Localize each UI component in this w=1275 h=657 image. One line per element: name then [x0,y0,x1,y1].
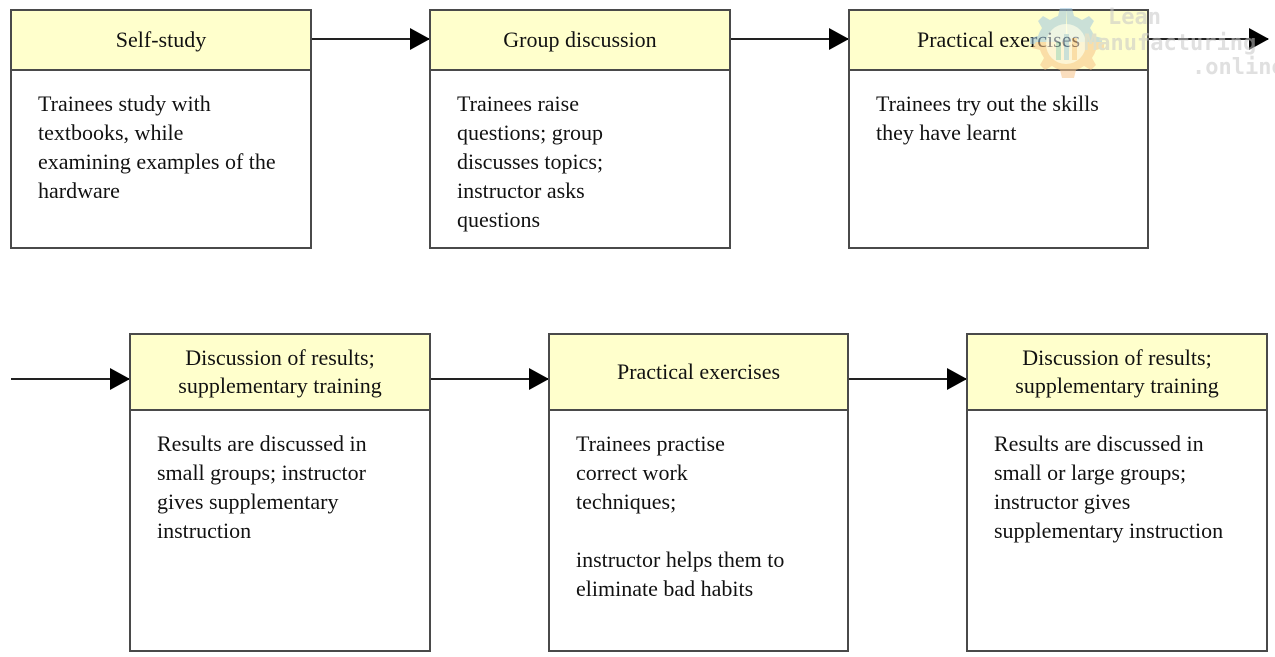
arrow-discussion-to-practical-exercises [431,368,549,390]
step-description: Results are discussed in small groups; i… [131,411,429,545]
step-title: Group discussion [431,11,729,71]
step-title: Self-study [12,11,310,71]
step-group-discussion: Group discussion Trainees raise question… [429,9,731,249]
step-title: Practical exercises [550,335,847,411]
arrow-continue-to-next-row [1149,28,1269,50]
step-description-text: Results are discussed in small groups; i… [157,431,367,543]
step-description: Results are discussed in small or large … [968,411,1266,545]
step-description-text: Trainees raise questions; group discusse… [457,91,604,232]
step-description-text: Trainees study with textbooks, while exa… [38,91,276,203]
step-practical-exercises-2: Practical exercises Trainees practise co… [548,333,849,652]
step-description-text: Trainees practise correct work technique… [576,431,725,514]
step-title: Discussion of results; supplementary tra… [131,335,429,411]
watermark-line-3: .online [1192,55,1275,80]
step-practical-exercises: Practical exercises Trainees try out the… [848,9,1149,249]
step-description: Trainees raise questions; group discusse… [431,71,729,234]
arrow-into-discussion-of-results [11,368,130,390]
step-description-text: Trainees try out the skills they have le… [876,91,1099,145]
step-discussion-of-results-1: Discussion of results; supplementary tra… [129,333,431,652]
step-description-text: instructor helps them to eliminate bad h… [576,547,785,601]
arrow-practical-exercises-to-discussion [849,368,967,390]
step-description: Trainees practise correct work technique… [550,411,847,603]
step-discussion-of-results-2: Discussion of results; supplementary tra… [966,333,1268,652]
step-title: Practical exercises [850,11,1147,71]
step-self-study: Self-study Trainees study with textbooks… [10,9,312,249]
step-title: Discussion of results; supplementary tra… [968,335,1266,411]
arrow-self-study-to-group-discussion [312,28,430,50]
step-description: Trainees try out the skills they have le… [850,71,1147,147]
step-description-text: Results are discussed in small or large … [994,431,1224,543]
arrow-group-discussion-to-practical-exercises [731,28,849,50]
step-description: Trainees study with textbooks, while exa… [12,71,310,205]
